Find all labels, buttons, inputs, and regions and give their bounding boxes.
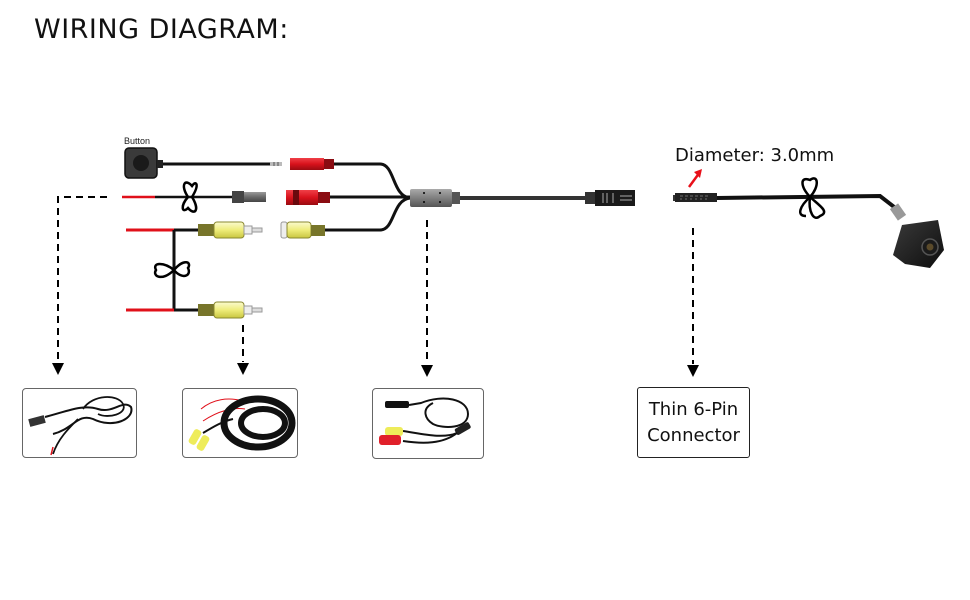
splitter-box — [410, 189, 460, 207]
rear-camera-icon — [889, 203, 944, 268]
rca-socket — [280, 221, 325, 239]
video-cable-photo — [188, 395, 296, 451]
diameter-label: Diameter: 3.0mm — [675, 145, 835, 166]
power-cable-photo — [28, 396, 133, 456]
dc-jack-icon — [232, 191, 266, 203]
cable-tie-icon — [181, 181, 198, 213]
mini-jack-plug — [270, 162, 282, 166]
cable-tie-icon — [798, 177, 826, 219]
adapter-harness-photo — [379, 397, 471, 445]
connector-label-line2: Connector — [647, 424, 740, 446]
cable-tie-icon — [153, 261, 191, 279]
harness-branches — [325, 162, 411, 232]
diameter-arrow-icon — [687, 169, 702, 188]
button-label: Button — [124, 136, 151, 146]
page-title: WIRING DIAGRAM: — [34, 14, 289, 45]
video-cable-thumbnail — [182, 388, 298, 458]
push-button-icon — [124, 147, 163, 179]
camera-cable — [716, 193, 900, 212]
thin-6pin-connector-box: Thin 6-Pin Connector — [637, 387, 750, 458]
red-power-socket — [286, 190, 330, 205]
rca-plug-icon — [198, 301, 263, 319]
power-cable-thumbnail — [22, 388, 137, 458]
adapter-harness-thumbnail — [372, 388, 484, 459]
male-6pin-connector — [675, 193, 717, 202]
red-button-socket — [290, 158, 334, 170]
female-6pin-connector — [585, 190, 635, 206]
arrow-down-icon — [52, 363, 699, 377]
rca-plug-icon — [198, 221, 263, 239]
connector-label-line1: Thin 6-Pin — [648, 398, 739, 420]
leader-lines — [57, 196, 694, 364]
